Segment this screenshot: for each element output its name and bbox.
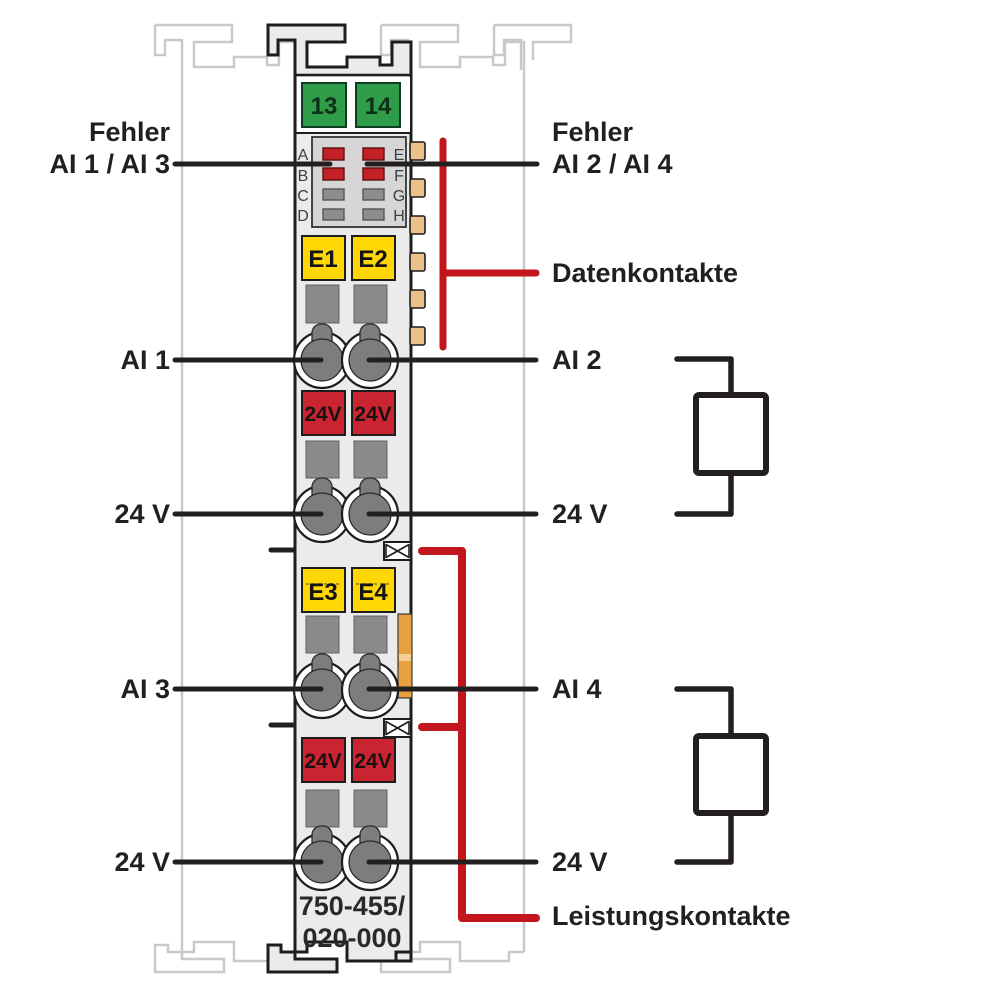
input-terminal-e4-label: E4 [358,579,388,606]
input-terminal-e2-label: E2 [358,246,387,273]
data-contact-3 [409,215,426,235]
label-ai3: AI 3 [120,674,170,704]
wire-slot-3 [305,440,340,479]
neighbor-far-right-partial [492,23,573,70]
red-annotation-lines [418,137,540,922]
supply-terminal-4-label: 24V [354,750,391,773]
wire-slot-6 [353,615,388,654]
supply-terminal-2 [351,390,396,436]
supply-terminal-1-label: 24V [304,403,341,426]
power-jumper-contact-top [383,541,412,561]
power-jumper-contact-bottom [383,718,412,738]
label-24v-right-top: 24 V [552,499,608,529]
status-led-a-right [362,147,385,161]
part-number-line1: 750-455/ [299,891,406,921]
led-row-label-c: C [297,188,309,205]
input-terminal-e1 [301,235,346,281]
led-row-label-f: F [394,168,404,185]
status-led-d-right [362,208,385,221]
label-fehler-left-line2: AI 1 / AI 3 [49,149,170,179]
input-terminal-e2 [351,235,396,281]
sensor-bottom-box [693,733,769,816]
sensor-symbol-bottom [674,686,769,865]
data-contacts [409,141,426,346]
din-rail-neighbor-left [153,23,300,974]
annotation-labels: Fehler AI 1 / AI 3 Fehler AI 2 / AI 4 Da… [49,117,790,931]
label-24v-left-bottom: 24 V [114,847,170,877]
data-contact-1 [409,141,426,161]
wire-slot-2 [353,284,388,324]
neighbor-left-foot [153,943,226,974]
label-24v-left-top: 24 V [114,499,170,529]
label-fehler-left-line1: Fehler [89,117,171,147]
sensor-symbol-top [674,356,769,517]
power-terminal-14-label: 14 [365,93,392,120]
supply-terminal-1 [301,390,346,436]
status-led-b-left [322,167,345,181]
led-row-label-g: G [393,188,405,205]
supply-terminal-4 [351,737,396,783]
jumper-bowtie-bottom [385,720,410,736]
status-led-c-left [322,188,345,201]
label-fehler-right-line1: Fehler [552,117,634,147]
input-terminal-e4 [351,567,396,613]
status-led-b-right [362,167,385,181]
jumper-bowtie-top [385,543,410,559]
module-right-bottom-step [394,950,413,963]
label-ai1: AI 1 [120,345,170,375]
wire-slot-7 [305,789,340,828]
label-ai2: AI 2 [552,345,602,375]
supply-terminal-3 [301,737,346,783]
data-contact-4 [409,252,426,272]
power-terminal-13 [301,82,347,128]
sensor-top-box [693,392,769,476]
wire-slot-1 [305,284,340,324]
data-contact-2 [409,178,426,198]
black-annotation-lines [172,161,540,865]
input-terminal-e3 [301,567,346,613]
input-terminal-e1-label: E1 [308,246,337,273]
neighbor-left-side-profile [153,25,184,952]
leistungskontakte-leader-line [418,547,540,922]
power-terminal-14 [355,82,401,128]
led-row-label-d: D [297,208,309,225]
supply-terminal-3-label: 24V [304,750,341,773]
led-row-label-e: E [394,147,405,164]
led-row-label-b: B [298,168,309,185]
sensor-bottom-wires [674,686,734,865]
label-datenkontakte: Datenkontakte [552,258,738,288]
label-leistungskontakte: Leistungskontakte [552,901,791,931]
neighbor-right-bottom-profile [408,940,524,963]
wire-slot-8 [353,789,388,828]
wago-module: 13 14 A B C D E F G H E1 E2 [266,23,426,974]
wire-slot-5 [305,615,340,654]
supply-terminal-2-label: 24V [354,403,391,426]
label-ai4: AI 4 [552,674,602,704]
status-led-d-left [322,208,345,221]
datenkontakte-leader-line [439,137,540,351]
led-row-label-a: A [298,147,309,164]
label-24v-right-bottom: 24 V [552,847,608,877]
led-row-label-h: H [393,208,405,225]
wire-slot-4 [353,440,388,479]
power-terminal-13-label: 13 [311,93,338,120]
data-contact-6 [409,326,426,346]
release-latch-notch [399,654,411,661]
input-terminal-e3-label: E3 [308,579,337,606]
status-led-a-left [322,147,345,161]
part-number-line2: 020-000 [302,923,401,953]
sensor-top-wires [674,356,734,517]
data-contact-5 [409,289,426,309]
status-led-c-right [362,188,385,201]
label-fehler-right-line2: AI 2 / AI 4 [552,149,673,179]
module-foot [266,943,339,974]
